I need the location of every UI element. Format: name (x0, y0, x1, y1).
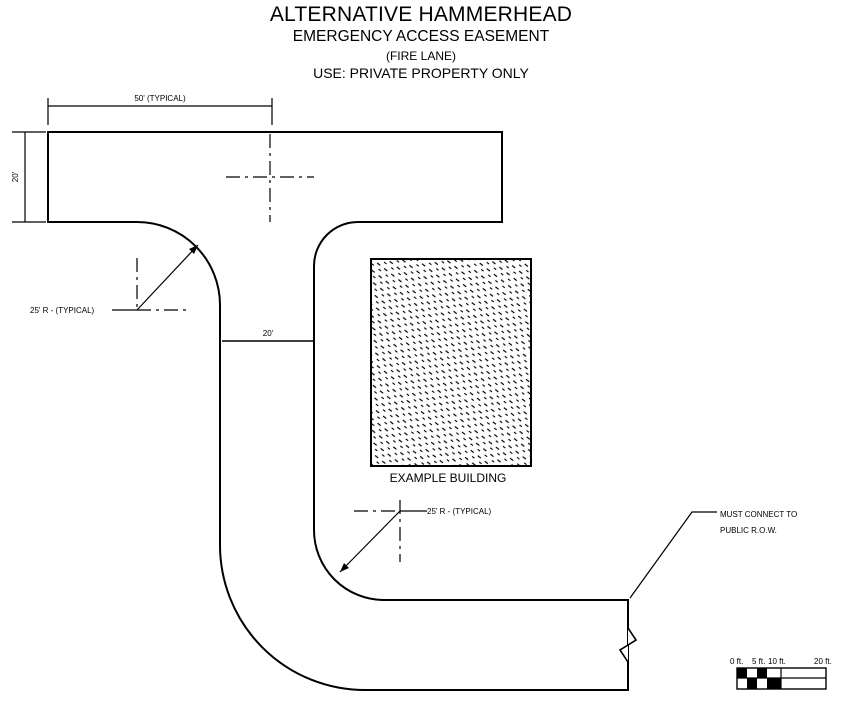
centerline-cross-top (226, 134, 314, 222)
scale-tick-0: 0 ft. (730, 657, 743, 666)
title-use: USE: PRIVATE PROPERTY ONLY (313, 65, 529, 81)
dimension-road-width: 20' (222, 329, 314, 342)
label-radius-right: 25' R - (TYPICAL) (427, 507, 492, 516)
note-line2: PUBLIC R.O.W. (720, 526, 777, 535)
title-subtitle: EMERGENCY ACCESS EASEMENT (292, 28, 550, 45)
label-building: EXAMPLE BUILDING (390, 471, 507, 485)
break-line (618, 600, 638, 690)
label-height-left: 20' (11, 171, 20, 182)
scale-tick-20: 20 ft. (814, 657, 832, 666)
radius-callout-left: 25' R - (TYPICAL) (30, 244, 199, 315)
example-building: EXAMPLE BUILDING (370, 258, 532, 485)
scale-tick-5: 5 ft. (752, 657, 765, 666)
title-main: ALTERNATIVE HAMMERHEAD (269, 3, 573, 26)
note-line1: MUST CONNECT TO (720, 510, 797, 519)
scale-tick-10: 10 ft. (768, 657, 786, 666)
dimension-height-left: 20' (11, 131, 46, 223)
radius-callout-right: 25' R - (TYPICAL) (339, 500, 492, 573)
title-fire-lane: (FIRE LANE) (385, 49, 456, 63)
connect-note: MUST CONNECT TO PUBLIC R.O.W. (629, 510, 797, 599)
dimension-width-top: 50' (TYPICAL) (47, 94, 273, 125)
label-width-top: 50' (TYPICAL) (134, 94, 186, 103)
fire-lane-outline (47, 131, 629, 691)
label-radius-left: 25' R - (TYPICAL) (30, 306, 95, 315)
scale-bar: 0 ft. 5 ft. 10 ft. 20 ft. (730, 657, 832, 690)
label-road-width: 20' (263, 329, 274, 338)
